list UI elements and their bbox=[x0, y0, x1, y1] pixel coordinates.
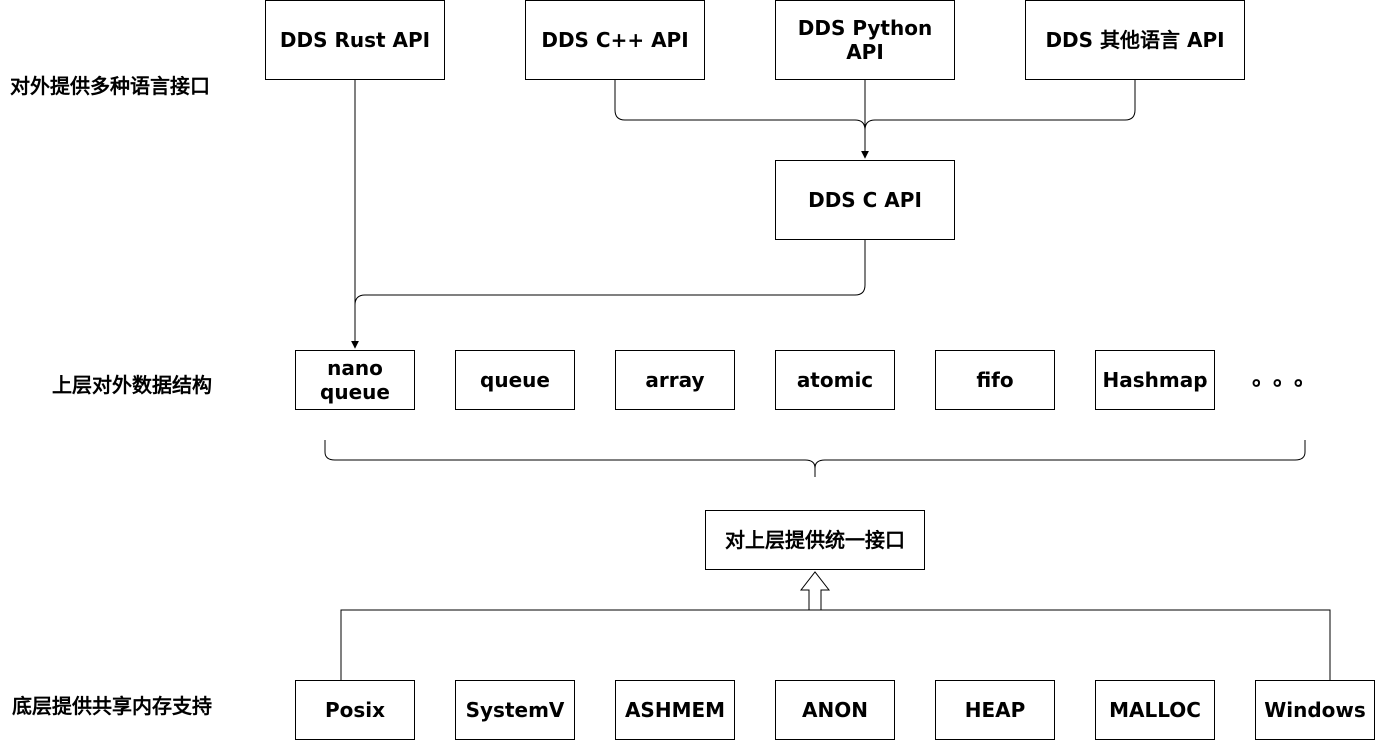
windows-box: Windows bbox=[1255, 680, 1375, 740]
unified-interface-label: 对上层提供统一接口 bbox=[725, 528, 905, 552]
layer-label-shared-memory: 底层提供共享内存支持 bbox=[12, 694, 212, 718]
other-to-c-line bbox=[864, 80, 1136, 131]
cpp-to-c-line bbox=[614, 80, 866, 131]
hollow-up-arrow bbox=[799, 571, 831, 611]
array-label: array bbox=[645, 368, 705, 392]
c-api-box: DDS C API bbox=[775, 160, 955, 240]
fifo-box: fifo bbox=[935, 350, 1055, 410]
cpp-api-box: DDS C++ API bbox=[525, 0, 705, 80]
backend-bracket bbox=[340, 609, 1331, 680]
queue-label: queue bbox=[480, 368, 550, 392]
atomic-label: atomic bbox=[796, 368, 874, 392]
windows-label: Windows bbox=[1264, 698, 1366, 722]
ashmem-box: ASHMEM bbox=[615, 680, 735, 740]
atomic-box: atomic bbox=[775, 350, 895, 410]
python-api-box: DDS Python API bbox=[775, 0, 955, 80]
hashmap-box: Hashmap bbox=[1095, 350, 1215, 410]
more-structures-ellipsis: 。。。 bbox=[1252, 366, 1327, 391]
malloc-box: MALLOC bbox=[1095, 680, 1215, 740]
ashmem-label: ASHMEM bbox=[624, 698, 726, 722]
layer-label-data-structures: 上层对外数据结构 bbox=[52, 373, 212, 397]
layer-label-language-apis: 对外提供多种语言接口 bbox=[10, 74, 210, 98]
heap-box: HEAP bbox=[935, 680, 1055, 740]
grouping-brace bbox=[324, 440, 1306, 477]
python-api-label: DDS Python API bbox=[797, 16, 933, 64]
cpp-api-label: DDS C++ API bbox=[541, 28, 689, 52]
unified-interface-box: 对上层提供统一接口 bbox=[705, 510, 925, 570]
queue-box: queue bbox=[455, 350, 575, 410]
hashmap-label: Hashmap bbox=[1102, 368, 1208, 392]
systemv-label: SystemV bbox=[465, 698, 565, 722]
rust-api-box: DDS Rust API bbox=[265, 0, 445, 80]
heap-label: HEAP bbox=[964, 698, 1026, 722]
other-language-api-box: DDS 其他语言 API bbox=[1025, 0, 1245, 80]
array-box: array bbox=[615, 350, 735, 410]
c-to-nanoqueue-line bbox=[354, 240, 866, 306]
fifo-label: fifo bbox=[976, 368, 1014, 392]
nano-queue-box: nano queue bbox=[295, 350, 415, 410]
rust-api-label: DDS Rust API bbox=[279, 28, 431, 52]
other-language-api-label: DDS 其他语言 API bbox=[1045, 28, 1225, 52]
malloc-label: MALLOC bbox=[1109, 698, 1201, 722]
anon-label: ANON bbox=[802, 698, 868, 722]
posix-label: Posix bbox=[324, 698, 386, 722]
anon-box: ANON bbox=[775, 680, 895, 740]
posix-box: Posix bbox=[295, 680, 415, 740]
systemv-box: SystemV bbox=[455, 680, 575, 740]
nano-queue-label-line1: nano bbox=[327, 356, 383, 380]
c-api-label: DDS C API bbox=[808, 188, 922, 212]
nano-queue-label-line2: queue bbox=[320, 380, 390, 404]
